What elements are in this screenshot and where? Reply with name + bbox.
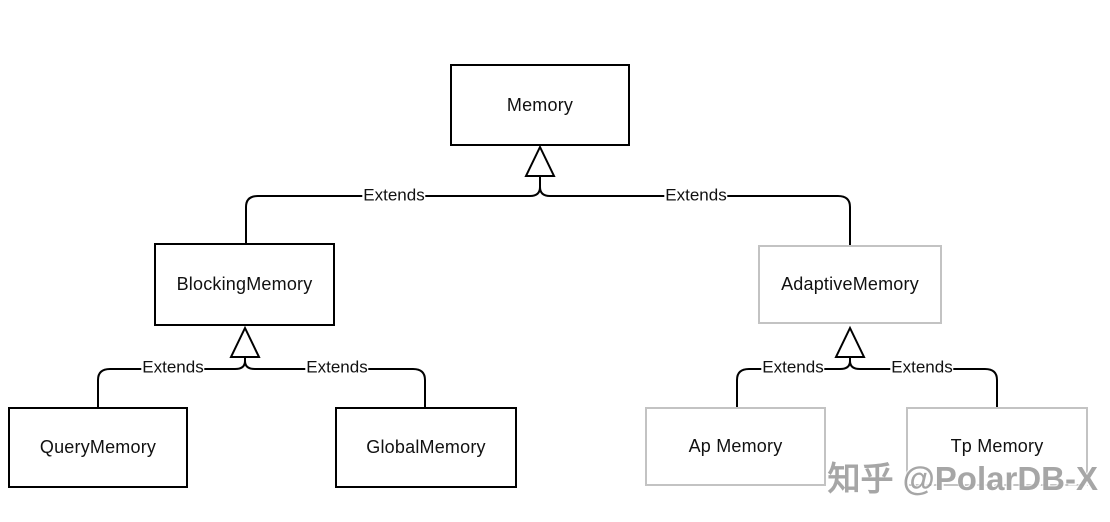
- node-global-memory-label: GlobalMemory: [366, 437, 486, 457]
- edge-adaptivememory-extends-memory: [539, 186, 851, 245]
- edge-tpmemory-extends-adaptivememory: [849, 360, 998, 407]
- node-memory-label: Memory: [506, 94, 574, 115]
- edge-label-extends-tp: Extends: [890, 357, 954, 378]
- node-blocking-memory: BlockingMemory: [154, 243, 335, 326]
- edge-label-extends-ap: Extends: [761, 357, 825, 378]
- node-tp-memory: Tp Memory: [906, 407, 1088, 486]
- edge-label-extends-global: Extends: [305, 357, 369, 378]
- edge-globalmemory-extends-blockingmemory: [244, 360, 426, 407]
- node-adaptive-memory: AdaptiveMemory: [758, 245, 942, 324]
- edge-lines-level1: [245, 176, 851, 245]
- node-global-memory: GlobalMemory: [335, 407, 517, 488]
- triangle-arrow-blockingmemory: [229, 325, 261, 358]
- edge-querymemory-extends-blockingmemory: [97, 360, 246, 407]
- triangle-arrow-memory: [524, 144, 556, 177]
- edge-label-extends-query: Extends: [141, 357, 205, 378]
- node-adaptive-memory-label: AdaptiveMemory: [781, 274, 919, 294]
- edge-apmemory-extends-adaptivememory: [736, 360, 851, 407]
- node-tp-memory-label: Tp Memory: [950, 436, 1044, 456]
- node-ap-memory: Ap Memory: [645, 407, 826, 486]
- node-blocking-memory-label: BlockingMemory: [176, 274, 313, 294]
- edge-label-extends-blocking: Extends: [362, 185, 426, 206]
- node-query-memory: QueryMemory: [8, 407, 188, 488]
- edge-blockingmemory-extends-memory: [245, 186, 541, 243]
- node-ap-memory-label: Ap Memory: [688, 436, 783, 456]
- edge-label-extends-adaptive: Extends: [664, 185, 728, 206]
- generalization-arrowheads: [229, 144, 866, 358]
- node-query-memory-label: QueryMemory: [39, 437, 157, 457]
- node-memory: Memory: [450, 64, 630, 146]
- triangle-arrow-adaptivememory: [834, 325, 866, 358]
